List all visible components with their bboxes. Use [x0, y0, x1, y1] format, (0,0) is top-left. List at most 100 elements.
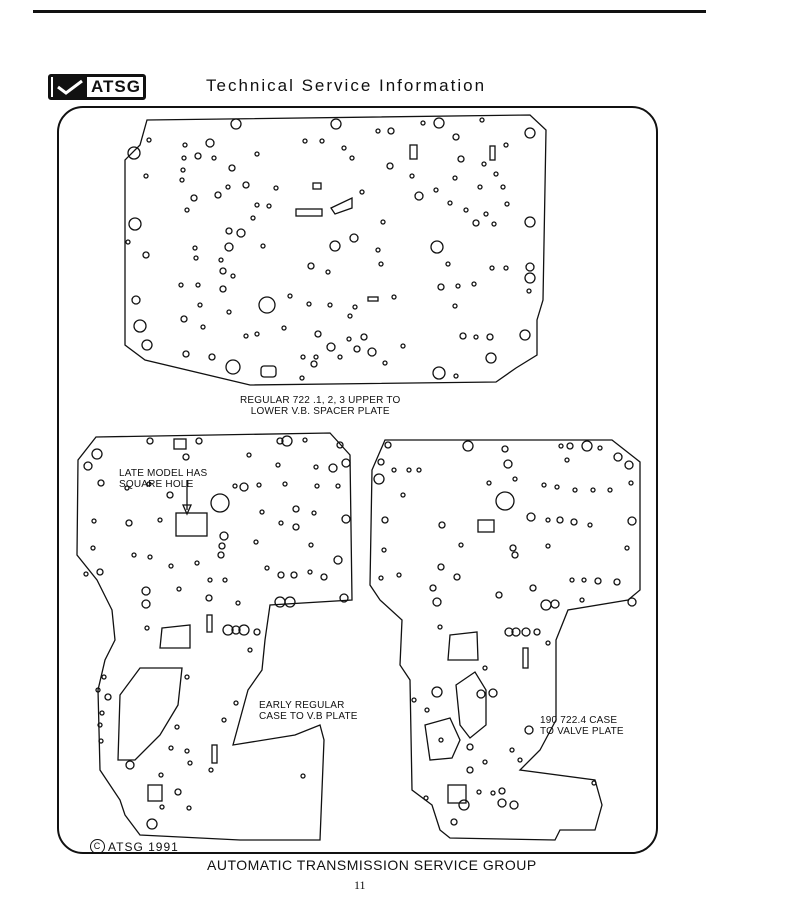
plate-hole — [525, 262, 535, 272]
plate-hole — [307, 569, 313, 575]
plate-hole — [486, 480, 492, 486]
plate-hole — [409, 173, 415, 179]
plate-hole — [238, 624, 250, 636]
plate-hole — [458, 799, 470, 811]
plate-hole — [176, 586, 182, 592]
plate-hole — [339, 593, 349, 603]
upper-plate-caption-line1: REGULAR 722 .1, 2, 3 UPPER TO — [240, 395, 401, 406]
plate-hole — [260, 243, 266, 249]
plate-hole — [488, 688, 498, 698]
plate-hole — [459, 332, 467, 340]
plate-hole — [326, 342, 336, 352]
plate-hole — [226, 309, 232, 315]
plate-hole — [570, 518, 578, 526]
plate-hole — [491, 221, 497, 227]
plate-hole — [526, 512, 536, 522]
plate-hole — [230, 273, 236, 279]
plate-hole — [142, 251, 150, 259]
plate-hole — [533, 628, 541, 636]
plate-hole — [308, 542, 314, 548]
plate-hole — [462, 440, 474, 452]
plate-hole — [504, 201, 510, 207]
plate-hole — [489, 265, 495, 271]
plate-hole — [225, 227, 233, 235]
plate-hole — [166, 491, 174, 499]
plate-hole — [328, 463, 338, 473]
slot — [206, 614, 213, 633]
plate-hole — [433, 117, 445, 129]
plate-hole — [509, 800, 519, 810]
plate-hole — [232, 483, 238, 489]
plate-hole — [146, 437, 154, 445]
slot — [173, 438, 187, 450]
plate-hole — [239, 482, 249, 492]
plate-hole — [473, 334, 479, 340]
plate-hole — [99, 710, 105, 716]
square-hole-box — [175, 512, 208, 537]
plate-hole — [184, 674, 190, 680]
right-plate-caption: 190 722.4 CASE TO VALVE PLATE — [540, 715, 624, 737]
slot — [447, 631, 479, 661]
plate-hole — [438, 737, 444, 743]
plate-hole — [519, 329, 531, 341]
plate-hole — [194, 560, 200, 566]
plate-hole — [157, 517, 163, 523]
plate-hole — [341, 145, 347, 151]
plate-hole — [431, 686, 443, 698]
plate-hole — [259, 509, 265, 515]
plate-hole — [127, 146, 141, 160]
plate-hole — [302, 138, 308, 144]
plate-hole — [591, 780, 597, 786]
plate-hole — [91, 448, 103, 460]
plate-hole — [222, 624, 234, 636]
plate-hole — [306, 301, 312, 307]
plate-hole — [300, 773, 306, 779]
plate-hole — [594, 577, 602, 585]
plate-hole — [359, 189, 365, 195]
plate-hole — [219, 531, 229, 541]
plate-hole — [97, 479, 105, 487]
slot — [211, 744, 218, 764]
plate-hole — [526, 288, 532, 294]
plate-hole — [276, 437, 284, 445]
plate-hole — [254, 331, 260, 337]
plate-hole — [556, 516, 564, 524]
plate-hole — [281, 325, 287, 331]
plate-hole — [192, 245, 198, 251]
plate-hole — [495, 591, 503, 599]
plate-hole — [314, 330, 322, 338]
plate-hole — [225, 359, 241, 375]
plate-hole — [420, 120, 426, 126]
plate-hole — [158, 772, 164, 778]
slot — [147, 784, 163, 802]
copyright-text: ATSG 1991 — [108, 839, 179, 854]
plate-hole — [236, 228, 246, 238]
plate-hole — [477, 184, 483, 190]
plate-hole — [320, 573, 328, 581]
plate-hole — [512, 476, 518, 482]
slot — [522, 647, 529, 669]
plate-hole — [485, 352, 497, 364]
plate-hole — [228, 164, 236, 172]
plate-hole — [411, 697, 417, 703]
plate-hole — [178, 282, 184, 288]
plate-hole — [490, 790, 496, 796]
plate-hole — [349, 155, 355, 161]
plate-hole — [254, 202, 260, 208]
plate-hole — [230, 118, 242, 130]
plate-hole — [352, 304, 358, 310]
plate-hole — [353, 345, 361, 353]
plate-hole — [517, 757, 523, 763]
plate-hole — [432, 597, 442, 607]
plate-hole — [254, 151, 260, 157]
plate-hole — [83, 571, 89, 577]
plate-hole — [438, 521, 446, 529]
plate-hole — [455, 283, 461, 289]
plate-hole — [83, 461, 93, 471]
plate-hole — [347, 313, 353, 319]
plate-hole — [330, 118, 342, 130]
upper-plate-outline — [124, 114, 547, 386]
plate-hole — [101, 674, 107, 680]
plate-hole — [597, 445, 603, 451]
plate-hole — [218, 257, 224, 263]
